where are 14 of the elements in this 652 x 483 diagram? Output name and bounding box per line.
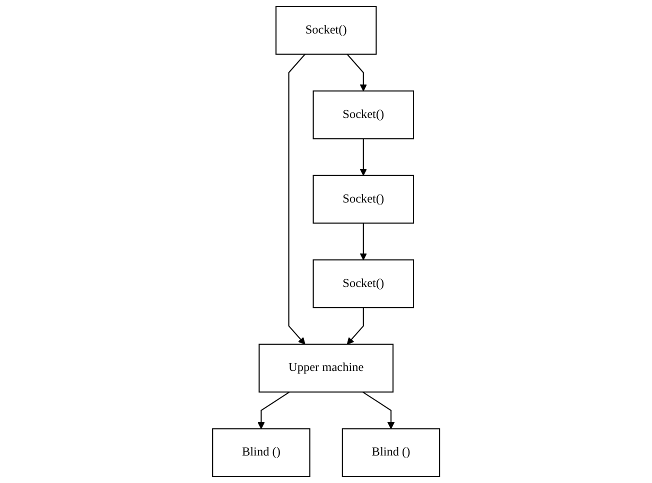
node-box: Socket() bbox=[275, 6, 377, 55]
arrow bbox=[362, 392, 394, 430]
node-box: Upper machine bbox=[258, 344, 394, 393]
node-box: Blind () bbox=[212, 428, 310, 477]
node-box: Socket() bbox=[312, 174, 414, 224]
arrow bbox=[346, 308, 364, 345]
arrow bbox=[360, 223, 367, 260]
arrow bbox=[288, 54, 306, 345]
node-box: Socket() bbox=[312, 90, 414, 140]
node-box: Socket() bbox=[312, 259, 414, 308]
node-box: Blind () bbox=[342, 428, 440, 477]
arrow bbox=[360, 138, 367, 176]
arrow bbox=[346, 54, 367, 92]
arrow bbox=[258, 392, 290, 430]
